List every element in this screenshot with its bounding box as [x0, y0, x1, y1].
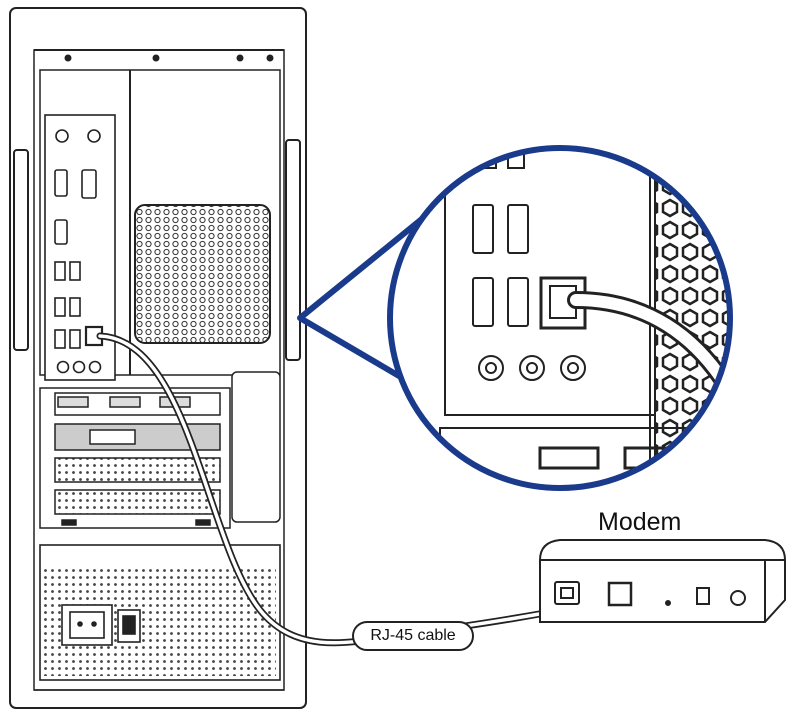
vent-grill — [135, 205, 270, 343]
modem-device — [540, 540, 785, 622]
cable-label: RJ-45 cable — [352, 621, 474, 651]
io-panel — [45, 115, 115, 380]
power-supply — [34, 545, 284, 690]
expansion-slots — [40, 372, 280, 528]
zoom-callout — [300, 135, 775, 498]
modem-label: Modem — [598, 508, 681, 537]
